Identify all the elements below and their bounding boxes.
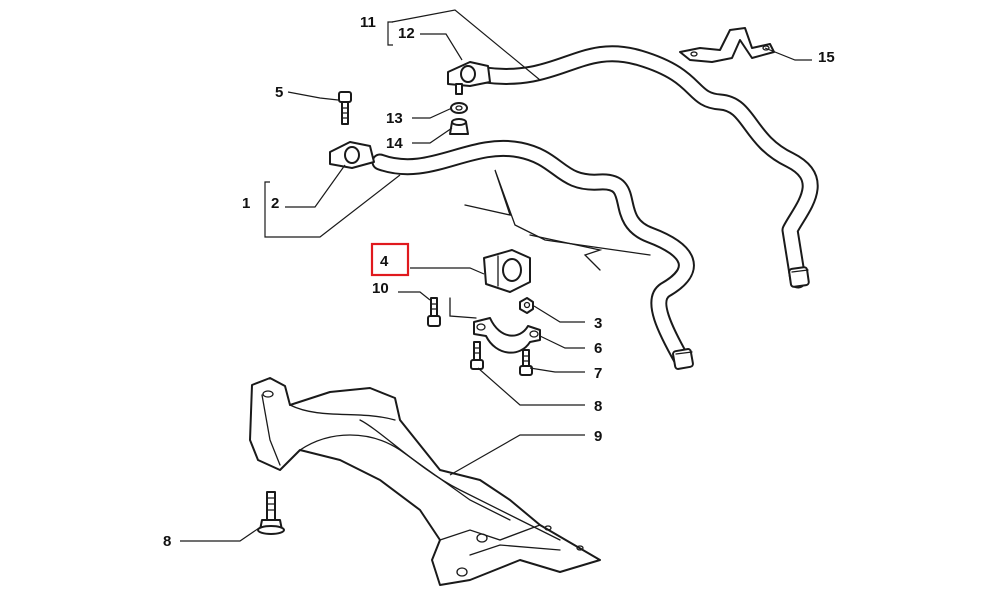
callout-12[interactable]: 12 bbox=[398, 25, 415, 42]
callout-labels: 11 12 5 13 14 1 2 4 10 3 6 7 8 9 8 15 bbox=[163, 14, 835, 550]
callout-2[interactable]: 2 bbox=[271, 195, 279, 212]
bolt-8-upper-icon bbox=[470, 341, 484, 370]
projection-lines bbox=[464, 169, 651, 271]
callout-7[interactable]: 7 bbox=[594, 365, 602, 382]
cap-14-icon bbox=[449, 118, 469, 135]
washer-13-icon bbox=[450, 102, 468, 114]
callout-6[interactable]: 6 bbox=[594, 340, 602, 357]
bolt-10-icon bbox=[427, 297, 441, 327]
u-bracket-6-icon bbox=[473, 317, 541, 354]
bolt-5-icon bbox=[338, 91, 352, 125]
callout-11[interactable]: 11 bbox=[360, 14, 376, 31]
callout-15[interactable]: 15 bbox=[818, 49, 835, 66]
bracket-2-icon bbox=[329, 141, 375, 169]
nut-3-icon bbox=[519, 297, 534, 314]
bracket-12-icon bbox=[447, 61, 491, 95]
callout-3[interactable]: 3 bbox=[594, 315, 602, 332]
callout-1[interactable]: 1 bbox=[242, 195, 250, 212]
clamp-15-icon bbox=[679, 27, 775, 63]
crossmember-9-icon bbox=[249, 377, 601, 586]
bolt-8-lower-icon bbox=[257, 491, 285, 535]
callout-5[interactable]: 5 bbox=[275, 84, 283, 101]
callout-4[interactable]: 4 bbox=[380, 253, 389, 270]
callout-13[interactable]: 13 bbox=[386, 110, 403, 127]
leader-lines bbox=[180, 9, 812, 542]
rear-stabilizer-bar-icon bbox=[476, 45, 819, 289]
callout-8-upper[interactable]: 8 bbox=[594, 398, 602, 415]
highlight-box-4 bbox=[370, 242, 410, 277]
front-stabilizer-bar-icon bbox=[371, 140, 695, 370]
bush-4-icon bbox=[483, 249, 531, 293]
callout-10[interactable]: 10 bbox=[372, 280, 389, 297]
bolt-7-icon bbox=[519, 349, 533, 376]
callout-8-lower[interactable]: 8 bbox=[163, 533, 171, 550]
bolt-10-guide-line bbox=[449, 297, 477, 319]
callout-9[interactable]: 9 bbox=[594, 428, 602, 445]
callout-14[interactable]: 14 bbox=[386, 135, 403, 152]
